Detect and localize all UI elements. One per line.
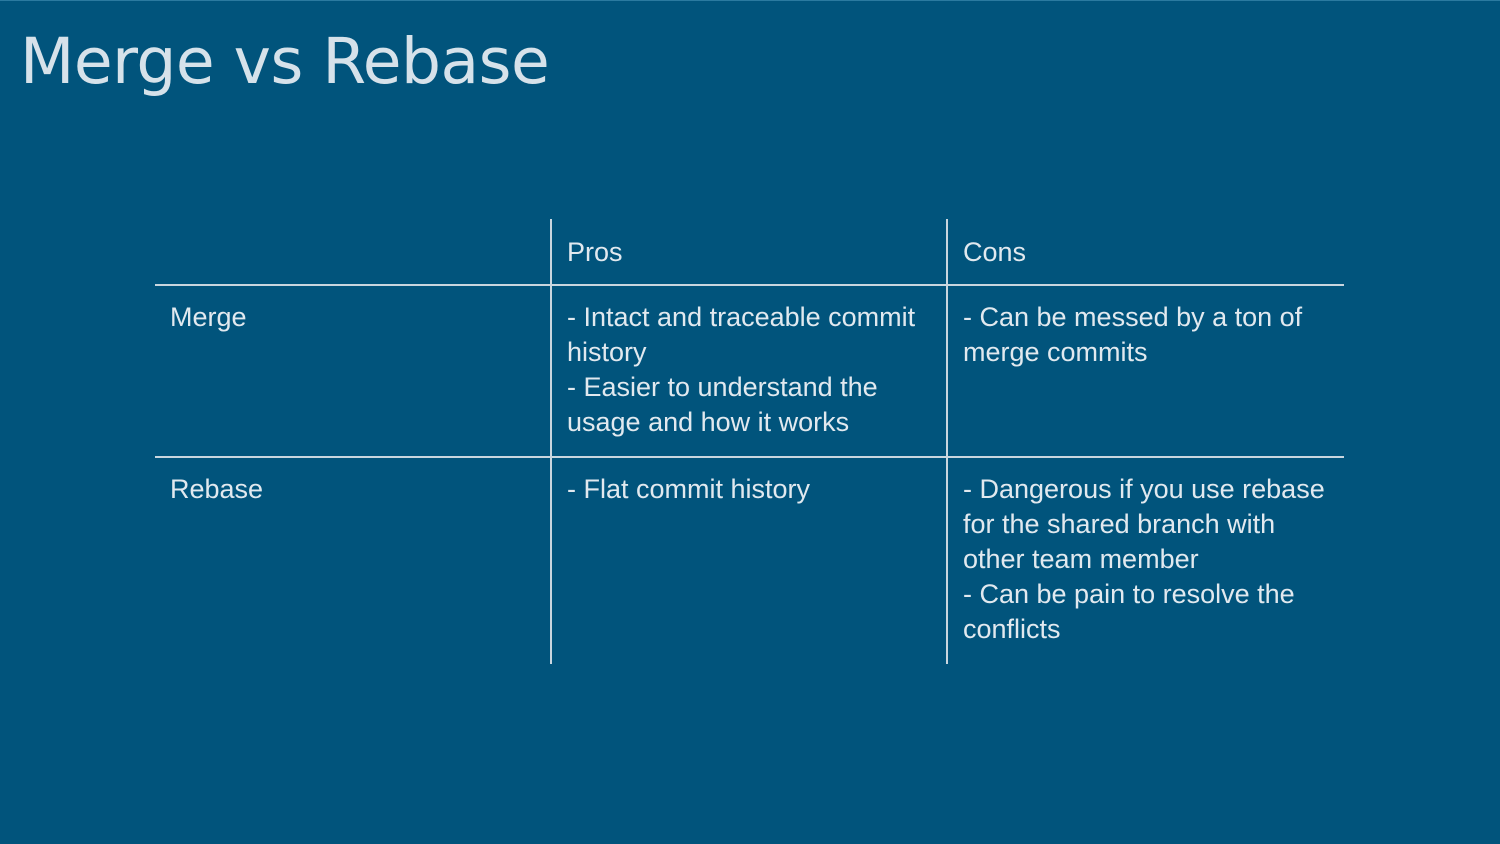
rebase-pros-cell: - Flat commit history — [550, 456, 947, 664]
slide-title: Merge vs Rebase — [20, 25, 550, 98]
rebase-cons-cell: - Dangerous if you use rebase for the sh… — [946, 456, 1344, 664]
header-cell-cons: Cons — [946, 219, 1344, 285]
header-cell-pros: Pros — [550, 219, 947, 285]
table-row-rebase: Rebase - Flat commit history - Dangerous… — [155, 456, 1344, 664]
rebase-pro-item: - Flat commit history — [567, 474, 811, 504]
header-row: Pros Cons — [155, 219, 1344, 285]
top-border — [0, 0, 1500, 1]
merge-pro-item: - Intact and traceable commit history — [567, 302, 916, 367]
rebase-con-item: - Dangerous if you use rebase for the sh… — [963, 474, 1325, 574]
merge-con-item: - Can be messed by a ton of merge commit… — [963, 302, 1303, 367]
row-label-rebase: Rebase — [155, 456, 551, 664]
merge-pros-cell: - Intact and traceable commit history - … — [550, 284, 947, 457]
rebase-con-item: - Can be pain to resolve the conflicts — [963, 579, 1295, 644]
merge-pro-item: - Easier to understand the usage and how… — [567, 372, 878, 437]
table-row-merge: Merge - Intact and traceable commit hist… — [155, 284, 1344, 457]
row-label-merge: Merge — [155, 284, 551, 457]
merge-cons-cell: - Can be messed by a ton of merge commit… — [946, 284, 1344, 457]
header-cell-empty — [155, 219, 551, 285]
comparison-table: Pros Cons Merge - Intact and traceable c… — [155, 219, 1344, 664]
